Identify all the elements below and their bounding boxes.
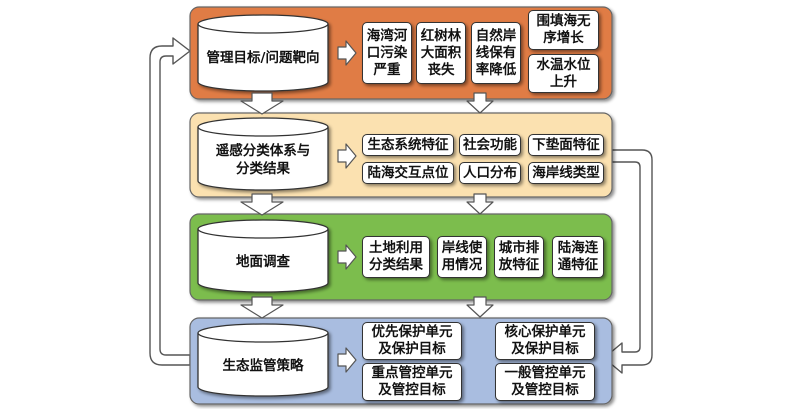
item-land-use-classification: 土地利用 分类结果	[362, 236, 430, 278]
item-bay-estuary-pollution: 海湾河 口污染 严重	[362, 22, 412, 84]
arrow-right-1	[337, 40, 357, 66]
band-4-title: 生态监管策略	[222, 358, 304, 374]
item-priority-protection-unit: 优先保护单元 及保护目标	[362, 322, 462, 360]
cylinder-4	[197, 323, 329, 397]
item-reclamation-growth: 围填海无 序增长	[528, 10, 599, 50]
item-underlying-surface: 下垫面特征	[528, 134, 604, 156]
item-shoreline-use: 岸线使 用情况	[437, 236, 487, 278]
arrow-down-3a	[240, 296, 284, 319]
item-urban-discharge: 城市排 放特征	[494, 236, 544, 278]
cylinder-3	[197, 219, 329, 293]
arrow-right-3	[337, 244, 357, 270]
band-2-title: 遥感分类体系与 分类结果	[215, 143, 311, 177]
item-water-temp-level-rise: 水温水位 上升	[528, 54, 599, 93]
feedback-loop-arrow	[149, 37, 191, 366]
item-population-distribution: 人口分布	[459, 162, 521, 184]
item-natural-shoreline-decline: 自然岸 线保有 率降低	[471, 22, 521, 84]
arrow-down-1a	[240, 92, 284, 115]
right-connector-arrow	[603, 149, 653, 374]
band-3-title: 地面调查	[236, 254, 290, 270]
band-1-title: 管理目标/问题靶向	[206, 50, 320, 66]
cylinder-1	[197, 14, 329, 92]
item-core-protection-unit: 核心保护单元 及保护目标	[495, 322, 595, 360]
item-land-sea-interaction: 陆海交互点位	[362, 162, 454, 184]
item-general-control-unit: 一般管控单元 及管控目标	[495, 363, 595, 401]
arrow-down-3b	[466, 296, 494, 318]
arrow-down-2a	[240, 193, 284, 216]
item-ecosystem-features: 生态系统特征	[362, 134, 454, 156]
arrow-down-2b	[466, 193, 494, 215]
item-mangrove-loss: 红树林 大面积 丧失	[416, 22, 466, 84]
item-shoreline-type: 海岸线类型	[528, 162, 604, 184]
item-social-function: 社会功能	[459, 134, 521, 156]
arrow-down-1b	[466, 92, 494, 114]
arrow-right-4	[337, 347, 357, 373]
item-key-control-unit: 重点管控单元 及管控目标	[362, 363, 462, 401]
arrow-right-2	[337, 143, 357, 169]
cylinder-2	[197, 117, 329, 191]
item-land-sea-connectivity: 陆海连 通特征	[552, 236, 604, 278]
